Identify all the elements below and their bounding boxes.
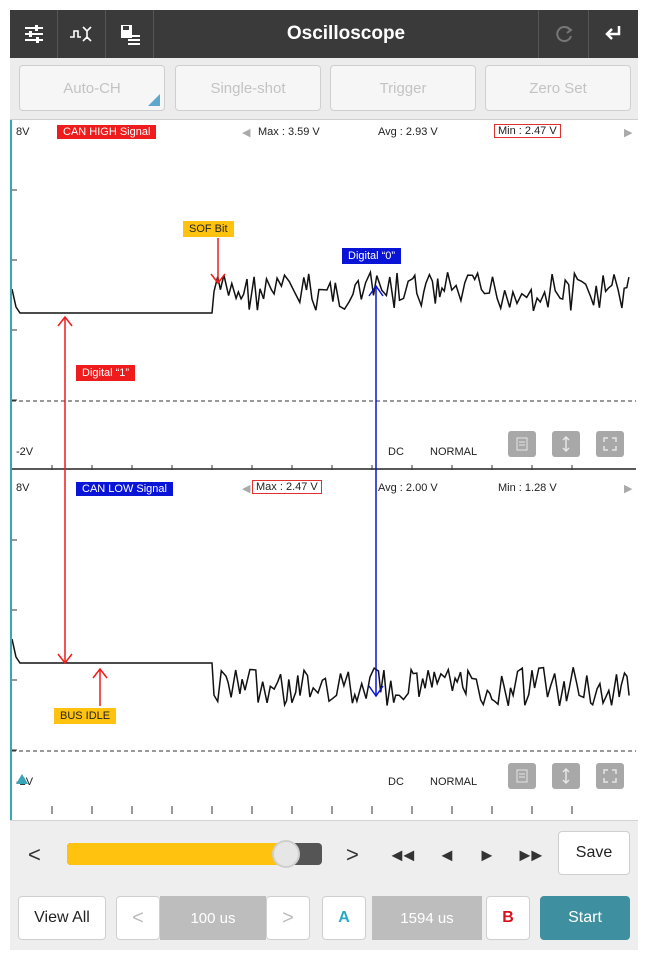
ch2-left-caret-icon[interactable]: ◀ xyxy=(242,483,251,495)
ch2-list-icon[interactable] xyxy=(508,763,536,789)
dropdown-corner-icon xyxy=(148,94,160,106)
trigger-button[interactable]: Trigger xyxy=(330,65,476,111)
position-slider[interactable] xyxy=(67,840,322,868)
single-shot-button[interactable]: Single-shot xyxy=(175,65,321,111)
bus-idle-arrow-head xyxy=(92,667,108,679)
digital-zero-arrow-head xyxy=(368,284,384,297)
cursor-delta-value: 1594 us xyxy=(372,896,482,940)
title-bar: Oscilloscope xyxy=(10,10,638,58)
ch2-right-caret-icon[interactable]: ▶ xyxy=(624,483,633,495)
sof-bit-annotation: SOF Bit xyxy=(183,221,234,237)
ch1-mode: NORMAL xyxy=(430,446,478,458)
back-return-icon[interactable] xyxy=(588,10,638,58)
ch2-ground-marker-icon[interactable] xyxy=(16,774,28,784)
start-button[interactable]: Start xyxy=(540,896,630,940)
ch1-coupling: DC xyxy=(388,446,404,458)
ch2-coupling: DC xyxy=(388,776,404,788)
ch1-waveform-trace xyxy=(12,269,630,314)
ch1-right-caret-icon[interactable]: ▶ xyxy=(624,127,633,139)
fast-back-button[interactable]: ◄◄ xyxy=(388,845,418,865)
ch2-avg: Avg : 2.00 V xyxy=(378,482,438,494)
slider-thumb[interactable] xyxy=(272,840,301,868)
ch1-v-bottom: -2V xyxy=(16,446,34,458)
view-all-button[interactable]: View All xyxy=(18,896,106,940)
ch2-waveform-panel[interactable]: 8V CAN LOW Signal ◀ Max : 2.47 V Avg : 2… xyxy=(12,470,636,820)
ch1-avg: Avg : 2.93 V xyxy=(378,126,438,138)
timebase-increase-button[interactable]: > xyxy=(266,896,310,940)
zero-set-button[interactable]: Zero Set xyxy=(485,65,631,111)
ch1-v-top: 8V xyxy=(16,126,30,138)
ch1-vertical-move-icon[interactable] xyxy=(552,431,580,457)
scope-left-accent xyxy=(10,120,12,820)
digital-zero-annotation: Digital “0” xyxy=(342,248,402,264)
sof-arrow-head xyxy=(210,273,226,285)
ch1-signal-label: CAN HIGH Signal xyxy=(57,125,157,139)
playback-navbar: < > ◄◄ ◄ ► ►► Save xyxy=(10,820,638,886)
step-forward-button[interactable]: ► xyxy=(478,845,496,865)
pulse-measure-icon[interactable] xyxy=(58,10,106,58)
page-title: Oscilloscope xyxy=(286,23,406,44)
bus-idle-annotation: BUS IDLE xyxy=(54,708,117,724)
footer-bar: View All < 100 us > A 1594 us B Start xyxy=(10,886,638,950)
ch2-expand-icon[interactable] xyxy=(596,763,624,789)
digital-one-annotation: Digital “1” xyxy=(76,365,136,381)
ch1-list-icon[interactable] xyxy=(508,431,536,457)
timebase-decrease-button[interactable]: < xyxy=(116,896,160,940)
ch2-waveform-trace xyxy=(12,638,630,708)
settings-sliders-icon[interactable] xyxy=(10,10,58,58)
cursor-a-button[interactable]: A xyxy=(322,896,366,940)
prev-arrow-button[interactable]: < xyxy=(28,842,41,867)
ch1-min: Min : 2.47 V xyxy=(494,124,561,138)
step-back-button[interactable]: ◄ xyxy=(438,845,456,865)
timebase-value: 100 us xyxy=(160,896,266,940)
fast-forward-button[interactable]: ►► xyxy=(516,845,546,865)
auto-ch-label: Auto-CH xyxy=(63,79,121,97)
ch1-max: Max : 3.59 V xyxy=(258,126,320,138)
ch2-axis-ticks xyxy=(12,539,573,814)
ch1-axis-ticks xyxy=(12,189,573,470)
ch2-vertical-move-icon[interactable] xyxy=(552,763,580,789)
digital-one-arrow-head-top xyxy=(57,315,73,327)
digital-zero-arrow-head-bottom xyxy=(368,685,384,698)
ch2-min: Min : 1.28 V xyxy=(498,482,557,494)
ch1-left-caret-icon[interactable]: ◀ xyxy=(242,127,251,139)
ch2-mode: NORMAL xyxy=(430,776,478,788)
mode-toolbar: Auto-CH Single-shot Trigger Zero Set xyxy=(10,58,638,120)
ch2-waveform-canvas xyxy=(12,470,636,814)
ch1-waveform-panel[interactable]: 8V CAN HIGH Signal ◀ Max : 3.59 V Avg : … xyxy=(12,120,636,470)
slider-fill xyxy=(67,843,287,865)
next-arrow-button[interactable]: > xyxy=(346,842,359,867)
digital-one-arrow-head-bottom xyxy=(57,653,73,665)
auto-ch-button[interactable]: Auto-CH xyxy=(19,65,165,111)
refresh-icon[interactable] xyxy=(538,10,588,58)
save-button[interactable]: Save xyxy=(558,831,630,875)
ch2-signal-label: CAN LOW Signal xyxy=(76,482,173,496)
ch2-max: Max : 2.47 V xyxy=(252,480,322,494)
save-list-icon[interactable] xyxy=(106,10,154,58)
cursor-b-button[interactable]: B xyxy=(486,896,530,940)
ch1-waveform-canvas xyxy=(12,189,636,470)
ch2-v-top: 8V xyxy=(16,482,30,494)
ch1-expand-icon[interactable] xyxy=(596,431,624,457)
